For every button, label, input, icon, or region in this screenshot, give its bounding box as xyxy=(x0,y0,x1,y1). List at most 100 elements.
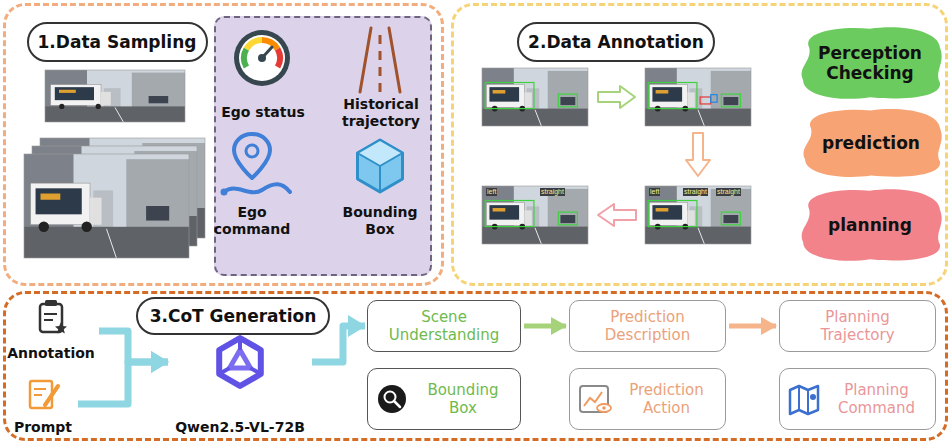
street-photo xyxy=(482,227,588,244)
street-photo xyxy=(126,159,189,229)
flow-arrow-shape xyxy=(686,133,710,176)
chart-eye-icon xyxy=(597,404,611,412)
street-photo xyxy=(645,186,751,244)
flow-arrow xyxy=(729,324,776,329)
output-box: Planning Trajectory xyxy=(779,300,936,352)
road-icon xyxy=(360,28,371,92)
stage-panel: 2.Data Annotation Perception Checking pred… xyxy=(451,3,948,286)
street-photo xyxy=(721,212,740,225)
street-photo xyxy=(645,68,751,126)
chart-eye-icon xyxy=(580,386,611,412)
clipboard-icon xyxy=(44,313,57,315)
icon-label: Prompt xyxy=(10,372,76,436)
street-photo xyxy=(36,188,82,214)
qwen-logo xyxy=(250,368,260,374)
street-photo xyxy=(656,90,669,93)
street-photo xyxy=(698,110,704,126)
street-photo xyxy=(482,186,588,244)
magnifier-icon xyxy=(378,385,406,413)
location-pin-icon xyxy=(246,145,258,157)
street-photo xyxy=(721,94,740,107)
street-photo xyxy=(24,227,189,258)
street-photo xyxy=(687,92,694,107)
flow-arrow xyxy=(524,324,566,329)
street-photo xyxy=(132,73,185,108)
street-photo xyxy=(723,97,738,105)
street-photo xyxy=(652,87,682,102)
street-photo xyxy=(146,206,169,221)
street-photo xyxy=(96,104,101,109)
street-photo xyxy=(482,68,588,126)
street-photo xyxy=(558,212,577,225)
street-photo xyxy=(59,90,76,93)
qwen-logo xyxy=(238,338,242,350)
street-photo xyxy=(656,208,669,211)
image-tag: left xyxy=(649,188,660,196)
node-text: Ego status xyxy=(214,104,312,121)
output-box: Scene Understanding xyxy=(367,300,521,352)
clipboard-icon xyxy=(40,300,67,333)
street-photo xyxy=(486,84,524,107)
street-photo xyxy=(711,71,751,110)
chart-eye-icon xyxy=(580,386,608,412)
street-photo xyxy=(482,186,588,244)
street-photo xyxy=(485,83,534,109)
qwen-logo xyxy=(219,338,261,386)
flow-arrow xyxy=(78,362,168,404)
street-photo xyxy=(687,210,694,225)
blob-shape xyxy=(804,109,942,177)
street-photo xyxy=(55,87,94,100)
street-photo xyxy=(645,68,751,126)
output-box: Prediction Action xyxy=(569,368,726,430)
street-photo xyxy=(711,189,751,228)
node-text: Prediction Action xyxy=(616,381,717,417)
flow-arrow xyxy=(99,331,168,362)
location-pin-icon xyxy=(221,134,291,196)
node-text: 1.Data Sampling xyxy=(38,32,197,52)
street-photo xyxy=(31,183,90,225)
speedometer-icon xyxy=(246,40,262,49)
map-icon xyxy=(790,386,818,414)
street-photo xyxy=(558,94,577,107)
street-photo xyxy=(645,227,751,244)
street-photo xyxy=(45,70,185,122)
speedometer-icon xyxy=(234,30,290,86)
clipboard-icon xyxy=(45,300,57,306)
node-text: Qwen2.5-VL-72B xyxy=(175,419,305,436)
prompt-icon xyxy=(30,381,58,408)
map-icon xyxy=(807,390,809,414)
street-photo xyxy=(482,109,588,126)
street-photo xyxy=(489,205,519,220)
street-photo xyxy=(482,186,588,244)
street-photo xyxy=(652,205,682,220)
street-photo xyxy=(24,154,189,258)
speedometer-icon xyxy=(234,30,290,86)
prompt-icon xyxy=(34,394,42,396)
street-photo xyxy=(486,202,524,225)
street-photo xyxy=(482,68,588,126)
flow-arrow-shape xyxy=(598,204,636,226)
street-photo xyxy=(39,222,49,232)
image-tag: straight xyxy=(683,188,708,196)
qwen-logo xyxy=(219,368,229,374)
output-box: Prediction Description xyxy=(569,300,726,352)
output-box: Bounding Box xyxy=(367,368,521,430)
input-group: Ego statusHistorical trajectoryEgo comma… xyxy=(214,16,432,276)
node-text: prediction xyxy=(808,133,934,153)
street-photo xyxy=(115,107,123,122)
output-box: Planning Command xyxy=(779,368,936,430)
road-icon xyxy=(389,28,400,92)
blob-shape xyxy=(802,189,942,261)
node-text: 2.Data Annotation xyxy=(528,32,704,52)
speedometer-icon xyxy=(258,54,266,62)
street-photo xyxy=(645,186,751,244)
task-blob: Perception Checking xyxy=(794,24,946,102)
street-photo xyxy=(723,215,738,223)
street-photo xyxy=(482,68,588,126)
street-photo xyxy=(698,228,704,244)
magnifier-icon xyxy=(394,401,400,407)
street-photo xyxy=(24,154,189,258)
node-text: 3.CoT Generation xyxy=(150,306,317,326)
